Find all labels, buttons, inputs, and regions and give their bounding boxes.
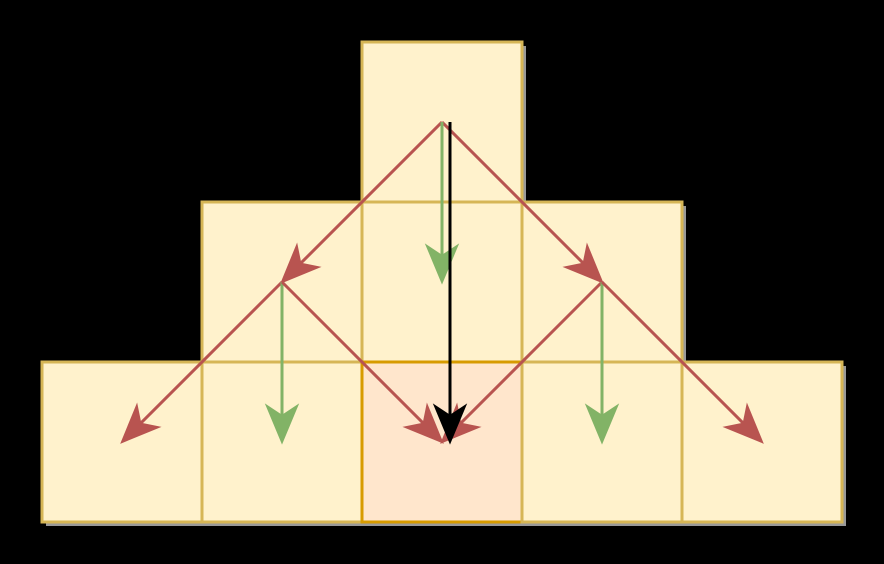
red-arrow bbox=[280, 120, 444, 284]
green-arrow-head bbox=[264, 403, 300, 445]
red-arrow bbox=[600, 280, 764, 444]
green-arrow bbox=[264, 282, 300, 445]
red-arrow bbox=[280, 280, 444, 444]
arrows-layer bbox=[120, 120, 764, 445]
red-arrow-head bbox=[722, 402, 764, 444]
red-arrow-head bbox=[562, 242, 604, 284]
red-arrow-shaft bbox=[459, 280, 604, 425]
red-arrow bbox=[440, 120, 604, 284]
red-arrow-shaft bbox=[280, 280, 425, 425]
red-arrow-shaft bbox=[299, 120, 444, 265]
green-arrow-head bbox=[584, 403, 620, 445]
red-arrow-head bbox=[280, 242, 322, 284]
red-arrow-shaft bbox=[139, 280, 284, 425]
green-arrow bbox=[584, 282, 620, 445]
red-arrow bbox=[120, 280, 284, 444]
red-arrow-shaft bbox=[600, 280, 745, 425]
red-arrow-shaft bbox=[440, 120, 585, 265]
red-arrow-head bbox=[120, 402, 162, 444]
black-arrow bbox=[432, 122, 468, 445]
red-arrow-head bbox=[402, 402, 444, 444]
black-arrow-head bbox=[432, 403, 468, 445]
cells-layer bbox=[40, 40, 846, 526]
